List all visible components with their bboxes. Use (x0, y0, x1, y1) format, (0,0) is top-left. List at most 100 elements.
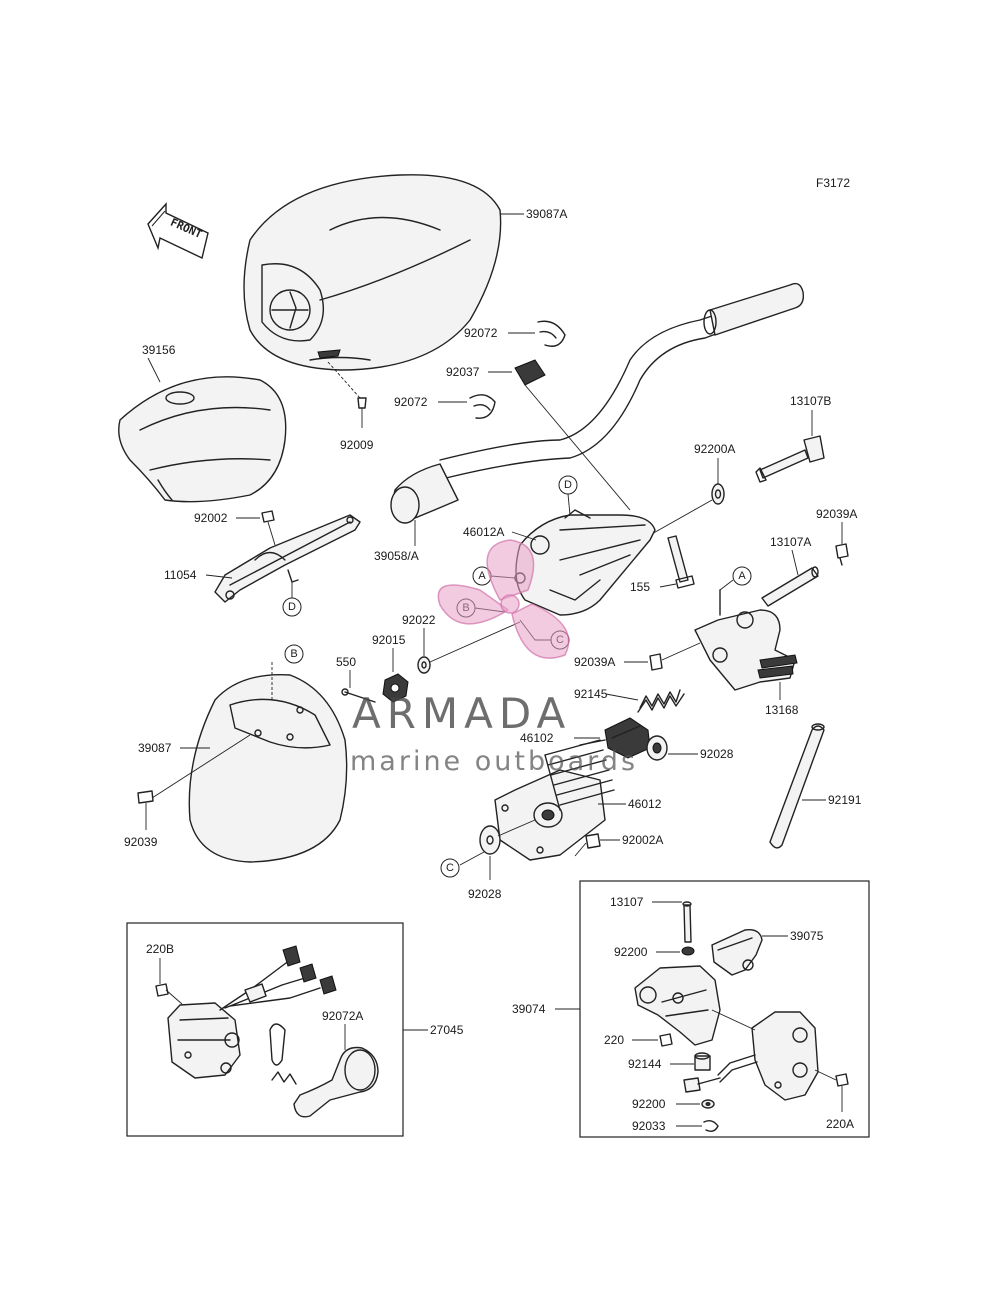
label-92039: 92039 (124, 835, 158, 849)
label-92033: 92033 (632, 1119, 666, 1133)
svg-text:A: A (738, 570, 746, 582)
label-13168: 13168 (765, 703, 799, 717)
screw-92039 (137, 734, 251, 830)
bracket-11054 (214, 514, 361, 603)
screw-220A (814, 1069, 849, 1087)
clip-92033 (703, 1119, 719, 1133)
label-92002: 92002 (194, 511, 228, 525)
label-155: 155 (630, 580, 650, 594)
bolt-13107B (755, 435, 825, 483)
label-92191: 92191 (828, 793, 862, 807)
watermark-subtitle: marine outboards (350, 746, 638, 777)
switch-39074 (717, 1011, 819, 1101)
washer-92022 (417, 656, 431, 674)
label-92028-bottom: 92028 (468, 887, 502, 901)
ref-circle-D-left: D (282, 597, 302, 617)
screw-92039A-lower (649, 642, 701, 671)
lever-13168 (694, 589, 798, 691)
label-39087: 39087 (138, 741, 172, 755)
housing-46012A (514, 509, 656, 616)
ref-circle-A-right: A (732, 566, 752, 586)
label-27045: 27045 (430, 1023, 464, 1037)
screw-220 (659, 1033, 673, 1047)
pin-550 (341, 688, 376, 703)
svg-text:C: C (446, 862, 454, 874)
label-220: 220 (604, 1033, 624, 1047)
front-arrow-icon: FRONT (147, 202, 209, 260)
washer-92028-right (646, 735, 668, 761)
label-39087A: 39087A (526, 207, 567, 221)
switch-assembly-27045 (167, 945, 337, 1079)
label-92072-upper: 92072 (464, 326, 498, 340)
label-92022: 92022 (402, 613, 436, 627)
diagram-id: F3172 (816, 176, 850, 190)
screw-220B (155, 983, 183, 1005)
washer-92200-lower (701, 1099, 715, 1109)
label-13107A: 13107A (770, 535, 811, 549)
label-39074: 39074 (512, 1002, 546, 1016)
label-13107B: 13107B (790, 394, 831, 408)
label-92200A: 92200A (694, 442, 735, 456)
clamp-92072-lower (469, 394, 496, 419)
collar-92144 (694, 1052, 711, 1071)
label-92072-lower: 92072 (394, 395, 428, 409)
label-92037: 92037 (446, 365, 480, 379)
label-92200-upper: 92200 (614, 945, 648, 959)
box-27045 (126, 922, 404, 1137)
pin-155 (667, 535, 695, 589)
svg-text:B: B (290, 648, 297, 660)
label-92145: 92145 (574, 687, 608, 701)
bracket-39075 (711, 929, 763, 976)
label-92009: 92009 (340, 438, 374, 452)
watermark: ARMADA marine outboards (350, 539, 638, 777)
handlebar-tube (390, 282, 805, 524)
screw-92002A (574, 833, 601, 857)
label-92144: 92144 (628, 1057, 662, 1071)
label-550: 550 (336, 655, 356, 669)
label-39058A: 39058/A (374, 549, 419, 563)
watermark-title: ARMADA (352, 689, 571, 738)
nut-92015 (382, 673, 409, 703)
screw-92009 (357, 397, 367, 428)
handlebar-cover-lower (188, 674, 348, 863)
label-39156: 39156 (142, 343, 176, 357)
washer-92200-upper (681, 946, 695, 956)
label-220B: 220B (146, 942, 174, 956)
spring-92145 (637, 689, 685, 713)
label-46012A: 46012A (463, 525, 504, 539)
washer-92200A (711, 483, 725, 505)
bolt-lower (683, 1077, 721, 1093)
holder-92037 (514, 359, 631, 511)
ref-circle-C-bottom: C (440, 858, 460, 878)
svg-text:A: A (478, 570, 486, 582)
housing-46012 (494, 739, 615, 861)
cover-39156 (118, 376, 287, 503)
box-39074 (579, 880, 870, 1138)
clamp-92072A (269, 1023, 379, 1118)
ref-circle-B-cover: B (284, 644, 304, 664)
rod-92191 (769, 723, 825, 849)
label-11054: 11054 (164, 568, 197, 582)
label-92028-right: 92028 (700, 747, 734, 761)
clamp-92072-upper (537, 320, 566, 347)
label-92002A: 92002A (622, 833, 663, 847)
label-92015: 92015 (372, 633, 406, 647)
pin-13107 (682, 901, 692, 943)
svg-text:D: D (564, 479, 572, 491)
label-92039A-lower: 92039A (574, 655, 615, 669)
label-39075: 39075 (790, 929, 824, 943)
label-13107: 13107 (610, 895, 644, 909)
label-92039A-upper: 92039A (816, 507, 857, 521)
propeller-logo (437, 539, 570, 659)
label-92072A: 92072A (322, 1009, 363, 1023)
pin-13107A (761, 566, 819, 607)
screw-92002 (261, 510, 276, 546)
label-220A: 220A (826, 1117, 854, 1131)
housing-39074 (634, 965, 721, 1046)
handlebar-cover-upper (243, 174, 502, 371)
screw-92039A-upper (835, 543, 849, 566)
svg-text:D: D (288, 601, 296, 613)
label-92200-lower: 92200 (632, 1097, 666, 1111)
washer-92028-bottom (479, 819, 536, 855)
